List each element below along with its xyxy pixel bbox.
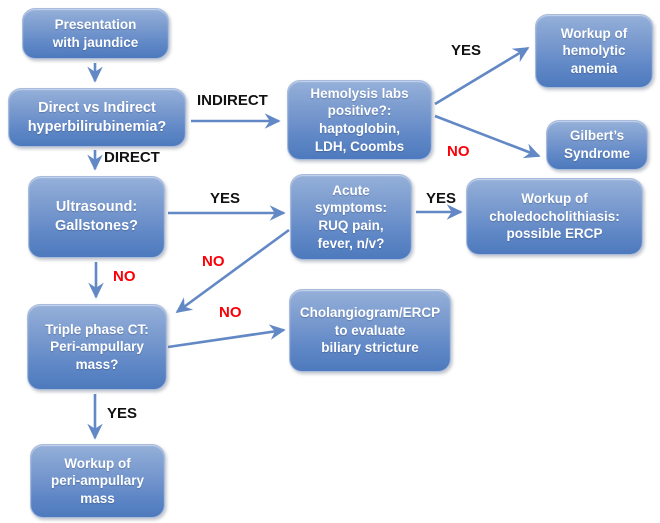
node-label: Workup of choledocholithiasis: possible … bbox=[489, 191, 620, 242]
edge-label-no-triplect-from-ultrasound: NO bbox=[113, 268, 136, 285]
edge-label-yes-hemolytic: YES bbox=[451, 42, 482, 59]
edge-label-no-cholangiogram: NO bbox=[219, 304, 242, 321]
edge-label-yes-peri: YES bbox=[107, 405, 138, 422]
node-direct-vs-indirect: Direct vs Indirect hyperbilirubinemia? bbox=[8, 88, 186, 147]
node-label: Workup of peri-ampullary mass bbox=[50, 455, 145, 506]
node-presentation-with-jaundice: Presentation with jaundice bbox=[22, 8, 169, 59]
edge-label-direct: DIRECT bbox=[104, 149, 160, 166]
node-cholangiogram-ercp: Cholangiogram/ERCP to evaluate biliary s… bbox=[289, 289, 451, 372]
node-triple-phase-ct: Triple phase CT: Peri-ampullary mass? bbox=[27, 304, 167, 390]
node-hemolysis-labs: Hemolysis labs positive?: haptoglobin, L… bbox=[287, 80, 432, 160]
edge-label-no-triplect-from-acute: NO bbox=[202, 253, 225, 270]
node-label: Direct vs Indirect hyperbilirubinemia? bbox=[27, 99, 167, 135]
node-label: Triple phase CT: Peri-ampullary mass? bbox=[45, 321, 149, 372]
node-label: Acute symptoms: RUQ pain, fever, n/v? bbox=[314, 182, 387, 251]
node-workup-choledocholithiasis: Workup of choledocholithiasis: possible … bbox=[466, 178, 643, 255]
edge-label-indirect: INDIRECT bbox=[197, 92, 268, 109]
arrow-triplect-no-to-cholangio bbox=[167, 324, 286, 349]
arrow-hemolysis-yes-to-workup bbox=[434, 46, 530, 106]
edge-label-yes-chole: YES bbox=[426, 190, 457, 207]
edge-label-yes-acute: YES bbox=[210, 190, 241, 207]
node-workup-hemolytic-anemia: Workup of hemolytic anemia bbox=[535, 14, 653, 88]
node-ultrasound-gallstones: Ultrasound: Gallstones? bbox=[28, 176, 165, 258]
node-workup-periampullary-mass: Workup of peri-ampullary mass bbox=[30, 444, 165, 518]
node-label: Hemolysis labs positive?: haptoglobin, L… bbox=[310, 85, 409, 154]
node-label: Workup of hemolytic anemia bbox=[560, 25, 628, 76]
node-label: Cholangiogram/ERCP to evaluate biliary s… bbox=[299, 305, 441, 356]
node-gilberts-syndrome: Gilbert’s Syndrome bbox=[546, 120, 648, 170]
edge-label-no-gilberts: NO bbox=[447, 143, 470, 160]
node-label: Gilbert’s Syndrome bbox=[563, 128, 631, 161]
node-acute-symptoms: Acute symptoms: RUQ pain, fever, n/v? bbox=[290, 174, 412, 260]
node-label: Presentation with jaundice bbox=[52, 16, 139, 50]
arrow-acute-no-to-triplect bbox=[175, 228, 290, 314]
node-label: Ultrasound: Gallstones? bbox=[55, 199, 138, 234]
